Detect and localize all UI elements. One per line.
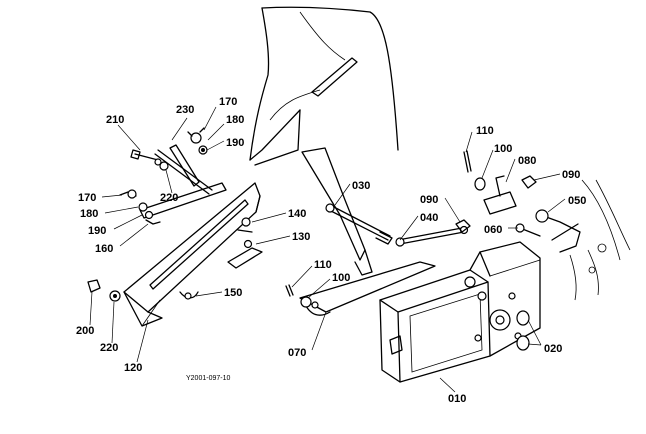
nut-220-upper	[159, 161, 169, 171]
label-110-upper: 110	[476, 125, 494, 137]
label-070: 070	[288, 347, 306, 359]
label-020: 020	[544, 343, 562, 355]
spring-pin-110-lower	[285, 284, 294, 297]
bolt-210	[130, 149, 162, 166]
washer-220-lower	[109, 290, 121, 302]
label-200: 200	[76, 325, 94, 337]
label-040: 040	[420, 212, 438, 224]
label-170-lower: 170	[78, 192, 96, 204]
label-140: 140	[288, 208, 306, 220]
bolt-060	[515, 223, 541, 237]
washer-100-upper	[474, 177, 486, 191]
wing-nut-upper	[187, 127, 208, 155]
fender-outline	[249, 6, 399, 166]
label-160: 160	[95, 243, 113, 255]
chassis-outline-right	[569, 179, 631, 301]
bracket-080	[483, 175, 517, 215]
leader-lines	[89, 106, 566, 393]
part-labels: 210 230 170 180 190 220 170 180 190 160 …	[76, 96, 586, 405]
label-180-upper: 180	[226, 114, 244, 126]
lever-rod	[154, 144, 213, 195]
label-210: 210	[106, 114, 124, 126]
lever-guide-plate	[123, 182, 261, 327]
label-180-lower: 180	[80, 208, 98, 220]
o-rings-020	[516, 310, 530, 351]
label-090-right: 090	[562, 169, 580, 181]
label-190-upper: 190	[226, 137, 244, 149]
nut-090-upper	[521, 175, 537, 189]
clip-150	[179, 291, 199, 300]
label-050: 050	[568, 195, 586, 207]
nut-090-lower	[455, 219, 471, 233]
label-150: 150	[224, 287, 242, 299]
label-090-left: 090	[420, 194, 438, 206]
label-060: 060	[484, 224, 502, 236]
washer-100-lower	[300, 296, 312, 308]
label-190-lower: 190	[88, 225, 106, 237]
label-100-lower: 100	[332, 272, 350, 284]
bolt-140	[237, 217, 253, 249]
pivot-bracket	[301, 147, 373, 276]
reference-code: Y2001-097-10	[186, 375, 230, 382]
label-030: 030	[352, 180, 370, 192]
rod-040	[395, 225, 469, 247]
label-130: 130	[292, 231, 310, 243]
label-220-lower: 220	[100, 342, 118, 354]
label-100-upper: 100	[494, 143, 512, 155]
nut-200	[87, 279, 101, 293]
lever-050	[535, 209, 581, 253]
wing-nut-lower	[119, 189, 161, 225]
link-rod-070	[299, 261, 436, 316]
label-110-lower: 110	[314, 259, 332, 271]
label-220-upper: 220	[160, 192, 178, 204]
label-170-upper: 170	[219, 96, 237, 108]
plate-130	[227, 247, 263, 269]
label-230: 230	[176, 104, 194, 116]
rod-030	[325, 203, 393, 245]
label-010: 010	[448, 393, 466, 405]
spring-pin-110-upper	[463, 150, 472, 173]
label-080: 080	[518, 155, 536, 167]
label-120: 120	[124, 362, 142, 374]
valve-body-010	[379, 241, 541, 383]
